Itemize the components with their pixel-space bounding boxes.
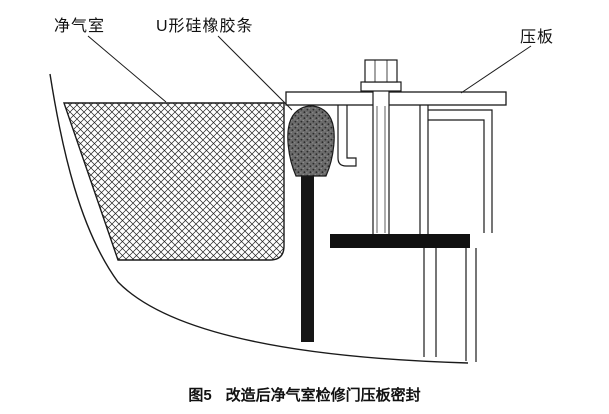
frame-flange-shape	[330, 234, 470, 248]
u-seal-shape	[287, 105, 335, 177]
pressure-plate-shape	[285, 91, 507, 106]
callout-pressure-plate: 压板	[520, 29, 555, 46]
leader-seal	[217, 35, 293, 111]
leader-chamber	[87, 35, 167, 103]
callout-u-seal: U形硅橡胶条	[156, 18, 254, 35]
angle-bracket-outer	[428, 109, 493, 233]
shell-curve	[49, 73, 469, 364]
bolt-hex-nut	[364, 59, 398, 83]
chamber-wall-hatched	[63, 102, 285, 261]
figure-number: 图5	[188, 387, 212, 404]
bolt-washer	[360, 81, 402, 92]
seal-hook-bracket	[337, 105, 357, 167]
figure-title: 改造后净气室检修门压板密封	[225, 387, 421, 404]
figure-caption: 图5 改造后净气室检修门压板密封	[0, 384, 609, 405]
leader-plate	[460, 45, 532, 94]
door-plate-shape	[301, 140, 314, 342]
bolt-shaft	[372, 87, 390, 237]
angle-bracket-inner	[428, 119, 485, 233]
callout-clean-air-chamber: 净气室	[54, 18, 106, 35]
